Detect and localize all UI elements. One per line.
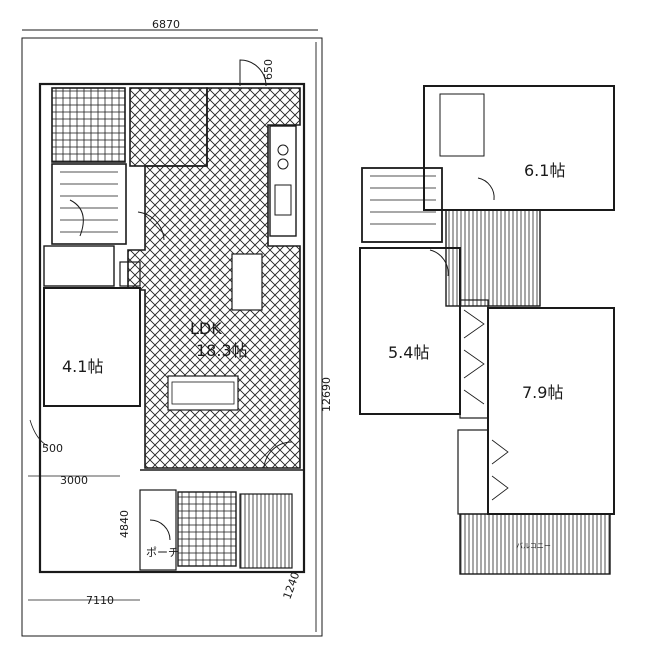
porch-label: ポーチ: [146, 546, 179, 559]
room-a-size-label: 6.1帖: [524, 161, 565, 180]
sofa: [167, 375, 239, 411]
bedroom-first-floor: [43, 287, 141, 407]
bathroom: [51, 87, 126, 163]
first-floor: [21, 29, 323, 637]
room-c-size-label: 7.9帖: [522, 383, 563, 402]
closet: [43, 245, 115, 287]
closet-second-floor: [459, 299, 489, 419]
bedroom-size-label: 4.1帖: [62, 357, 103, 376]
entrance-hall: [177, 491, 237, 567]
second-floor: [359, 85, 615, 575]
site-boundary: [21, 37, 323, 637]
ldk-label: LDK: [190, 319, 222, 338]
hallway: [445, 209, 541, 307]
balcony: [459, 513, 611, 575]
fridge: [231, 253, 263, 311]
ldk-size-label: 18.3帖: [196, 341, 248, 360]
dim-top-width: 6870: [152, 18, 180, 31]
dim-depth: 12690: [320, 377, 333, 412]
stairs-first-floor: [51, 163, 127, 245]
kitchen-counter: [269, 125, 297, 237]
dim-setback: 500: [42, 442, 63, 455]
room-b-size-label: 5.4帖: [388, 343, 429, 362]
washroom: [129, 87, 208, 167]
room-a: [423, 85, 615, 211]
shoe-storage: [239, 493, 293, 569]
balcony-label: バルコニー: [516, 542, 551, 550]
porch-area: [139, 489, 177, 571]
dim-3000: 3000: [60, 474, 88, 487]
dim-bottom-left: 7110: [86, 594, 114, 607]
dim-entry-depth: 4840: [118, 510, 131, 538]
room-c: [487, 307, 615, 515]
room-b: [359, 247, 461, 415]
dim-front-gap: 1240: [281, 570, 303, 601]
stairs-second-floor: [361, 167, 443, 243]
first-floor-outline: [38, 82, 306, 574]
dim-notch: 650: [262, 59, 275, 80]
ldk-floor: [127, 87, 301, 469]
